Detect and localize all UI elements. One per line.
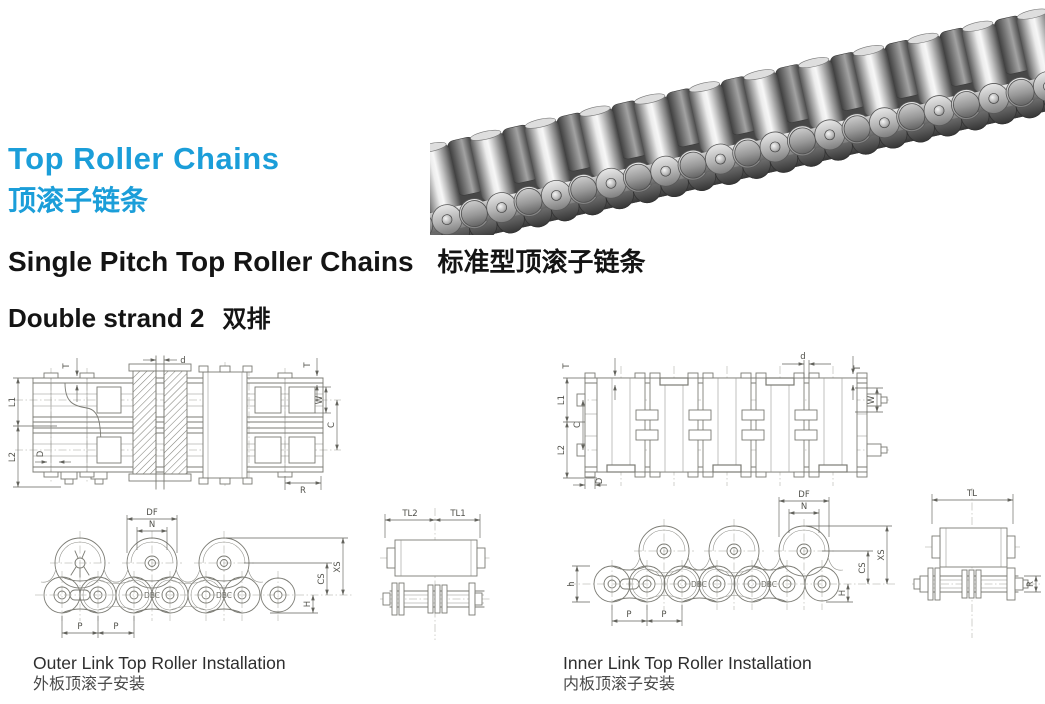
strand-heading-zh: 双排: [222, 306, 271, 333]
caption-outer-link-zh: 外板顶滚子安装: [33, 676, 146, 693]
drawing-inner-link-side-view: DBC DBC h DF N XS CS H P P: [567, 490, 896, 626]
drawing-outer-link-side-view: DBC DBC DF N XS CS H P P: [35, 508, 352, 638]
dim-label-h-small: h: [567, 581, 577, 586]
dim-label-t-left: T: [562, 363, 572, 370]
strand-heading-en: Double strand 2: [8, 303, 205, 333]
plate-marking-dbc-2: DBC: [761, 580, 777, 589]
drawing-outer-link-end-view: TL2 TL1: [380, 508, 492, 640]
dim-label-t-left: T: [62, 363, 72, 370]
dim-label-tl1: TL1: [449, 509, 465, 519]
dim-label-d-upper: D: [36, 450, 46, 457]
dim-label-l2: L2: [8, 452, 18, 462]
dim-label-cs: CS: [317, 573, 327, 584]
dim-label-xs: XS: [877, 549, 887, 560]
dim-label-n: N: [149, 520, 155, 530]
caption-inner-link-en: Inner Link Top Roller Installation: [563, 653, 812, 673]
dim-label-p2: P: [661, 610, 666, 620]
dim-label-t-right: T: [853, 365, 863, 372]
dim-label-p1: P: [626, 610, 631, 620]
dim-label-c: C: [327, 422, 337, 428]
dim-label-l2: L2: [557, 445, 567, 455]
dim-label-tl2: TL2: [401, 509, 417, 519]
dim-label-df: DF: [798, 490, 810, 500]
dim-label-h: H: [303, 601, 313, 607]
sectioned-roller-hatch-right: [163, 370, 188, 475]
link-plates: [43, 576, 296, 614]
plate-marking-dbc-1: DBC: [691, 580, 707, 589]
section-heading-en: Single Pitch Top Roller Chains: [8, 246, 414, 277]
drawing-inner-link-end-view: TL R: [912, 488, 1042, 638]
dim-label-d-small: d: [800, 352, 805, 362]
dim-label-t-right: T: [303, 362, 313, 369]
dim-label-h: H: [838, 590, 848, 596]
dim-label-tl: TL: [966, 489, 977, 499]
top-roller-body: [939, 527, 1008, 568]
page-title: Top Roller Chains: [8, 141, 280, 176]
pin-assembly: [913, 567, 1029, 601]
sectioned-roller-hatch-left: [132, 370, 157, 475]
dim-label-l1: L1: [8, 397, 18, 407]
cotter-pin-detail: [70, 550, 90, 578]
top-roller-body: [394, 539, 478, 577]
product-photo-top-roller-chain: [430, 6, 1045, 235]
dim-label-p1: P: [77, 622, 82, 632]
caption-outer-link: Outer Link Top Roller Installation 外板顶滚子…: [33, 652, 286, 696]
dim-label-d-small: d: [180, 356, 185, 366]
drawing-outer-link-plan-view: T L1 L2 D d T W C R: [8, 355, 341, 495]
section-heading-zh: 标准型顶滚子链条: [437, 247, 646, 277]
dim-label-c: C: [573, 422, 583, 428]
dim-label-w: W: [315, 395, 325, 404]
page-title-zh: 顶滚子链条: [8, 185, 149, 216]
dim-label-xs: XS: [333, 561, 343, 572]
plate-marking-dbc-1: DBC: [144, 591, 160, 600]
dim-label-d-upper: D: [595, 477, 605, 484]
dim-label-cs: CS: [858, 562, 868, 573]
drawing-inner-link-plan-view: T L1 L2 C D d T W: [557, 352, 889, 489]
caption-outer-link-en: Outer Link Top Roller Installation: [33, 653, 286, 673]
dim-label-r: R: [1026, 581, 1036, 587]
pin-assembly: [382, 582, 485, 616]
dim-label-n: N: [801, 502, 807, 512]
caption-inner-link: Inner Link Top Roller Installation 内板顶滚子…: [563, 652, 812, 696]
section-heading: Single Pitch Top Roller Chains 标准型顶滚子链条: [8, 242, 646, 279]
strand-heading: Double strand 2 双排: [8, 299, 270, 334]
dim-label-l1: L1: [557, 395, 567, 405]
dim-label-df: DF: [146, 508, 158, 518]
dim-label-w: W: [867, 395, 877, 404]
dim-label-r: R: [300, 486, 306, 495]
link-plates: [593, 565, 840, 603]
dim-label-p2: P: [113, 622, 118, 632]
plate-marking-dbc-2: DBC: [216, 591, 232, 600]
caption-inner-link-zh: 内板顶滚子安装: [563, 676, 676, 693]
